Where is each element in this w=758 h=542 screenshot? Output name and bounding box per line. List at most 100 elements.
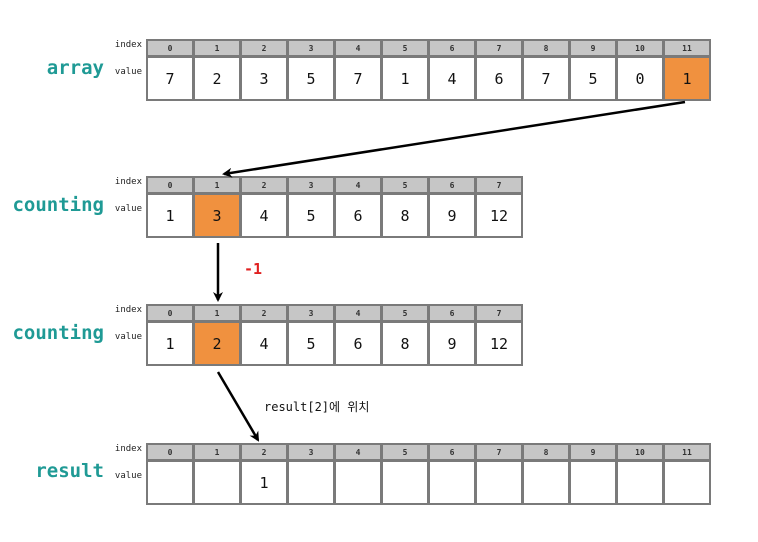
value-cell: 2 [195, 58, 239, 99]
row-label-array: array [46, 57, 104, 79]
index-cell: 5 [383, 445, 427, 459]
value-cell [430, 462, 474, 503]
value-cell [336, 462, 380, 503]
index-cell: 2 [242, 445, 286, 459]
index-cell: 5 [383, 178, 427, 192]
value-cell: 6 [336, 323, 380, 364]
row-label-counting: counting [12, 322, 104, 344]
value-cell: 4 [430, 58, 474, 99]
value-cell [665, 462, 709, 503]
value-cell: 1 [148, 323, 192, 364]
value-cell-highlighted: 2 [195, 323, 239, 364]
index-cell: 6 [430, 306, 474, 320]
index-cell: 3 [289, 178, 333, 192]
value-cell: 12 [477, 195, 521, 236]
index-label: index [114, 444, 142, 454]
index-cell: 10 [618, 41, 662, 55]
value-cell-highlighted: 3 [195, 195, 239, 236]
index-cell: 4 [336, 445, 380, 459]
row-label-result: result [35, 460, 104, 482]
value-cell: 4 [242, 195, 286, 236]
index-cell: 4 [336, 178, 380, 192]
index-cell: 4 [336, 41, 380, 55]
index-cell: 3 [289, 41, 333, 55]
index-cell: 10 [618, 445, 662, 459]
value-cell: 3 [242, 58, 286, 99]
index-label: index [114, 177, 142, 187]
value-cell: 7 [524, 58, 568, 99]
index-cell: 0 [148, 41, 192, 55]
value-cell: 9 [430, 323, 474, 364]
value-cell: 5 [289, 195, 333, 236]
value-cell: 5 [289, 323, 333, 364]
index-cell: 3 [289, 306, 333, 320]
value-cell [477, 462, 521, 503]
value-cell: 0 [618, 58, 662, 99]
index-cell: 6 [430, 41, 474, 55]
value-label: value [114, 204, 142, 214]
arrow-array-to-counting [222, 100, 686, 178]
index-cell: 3 [289, 445, 333, 459]
value-cell: 4 [242, 323, 286, 364]
value-cell: 6 [477, 58, 521, 99]
arrow-counting-to-result [216, 371, 260, 442]
index-cell: 9 [571, 41, 615, 55]
index-label: index [114, 40, 142, 50]
index-cell: 8 [524, 445, 568, 459]
decrement-label: -1 [244, 260, 263, 278]
value-cell: 6 [336, 195, 380, 236]
index-cell: 2 [242, 306, 286, 320]
index-cell: 5 [383, 41, 427, 55]
value-cell: 8 [383, 195, 427, 236]
index-cell: 6 [430, 178, 474, 192]
placement-note: result[2]에 위치 [264, 400, 370, 414]
value-cell: 5 [571, 58, 615, 99]
index-cell: 11 [665, 41, 709, 55]
value-cell [195, 462, 239, 503]
index-cell: 1 [195, 178, 239, 192]
index-cell: 1 [195, 306, 239, 320]
index-cell: 9 [571, 445, 615, 459]
index-cell: 7 [477, 41, 521, 55]
index-cell: 4 [336, 306, 380, 320]
value-label: value [114, 332, 142, 342]
value-label: value [114, 67, 142, 77]
index-cell: 7 [477, 445, 521, 459]
index-cell: 7 [477, 306, 521, 320]
index-cell: 0 [148, 178, 192, 192]
index-label: index [114, 305, 142, 315]
value-cell: 9 [430, 195, 474, 236]
value-cell [571, 462, 615, 503]
value-cell [383, 462, 427, 503]
index-cell: 7 [477, 178, 521, 192]
row-label-counting: counting [12, 194, 104, 216]
value-cell: 1 [148, 195, 192, 236]
value-cell: 7 [148, 58, 192, 99]
value-cell [148, 462, 192, 503]
index-cell: 5 [383, 306, 427, 320]
value-cell: 12 [477, 323, 521, 364]
value-label: value [114, 471, 142, 481]
index-cell: 6 [430, 445, 474, 459]
index-cell: 1 [195, 41, 239, 55]
value-cell: 1 [242, 462, 286, 503]
value-cell [289, 462, 333, 503]
index-cell: 0 [148, 306, 192, 320]
value-cell [524, 462, 568, 503]
index-cell: 2 [242, 178, 286, 192]
value-cell: 8 [383, 323, 427, 364]
index-cell: 11 [665, 445, 709, 459]
value-cell-highlighted: 1 [665, 58, 709, 99]
index-cell: 2 [242, 41, 286, 55]
index-cell: 0 [148, 445, 192, 459]
index-cell: 1 [195, 445, 239, 459]
value-cell: 1 [383, 58, 427, 99]
value-cell: 5 [289, 58, 333, 99]
index-cell: 8 [524, 41, 568, 55]
value-cell: 7 [336, 58, 380, 99]
